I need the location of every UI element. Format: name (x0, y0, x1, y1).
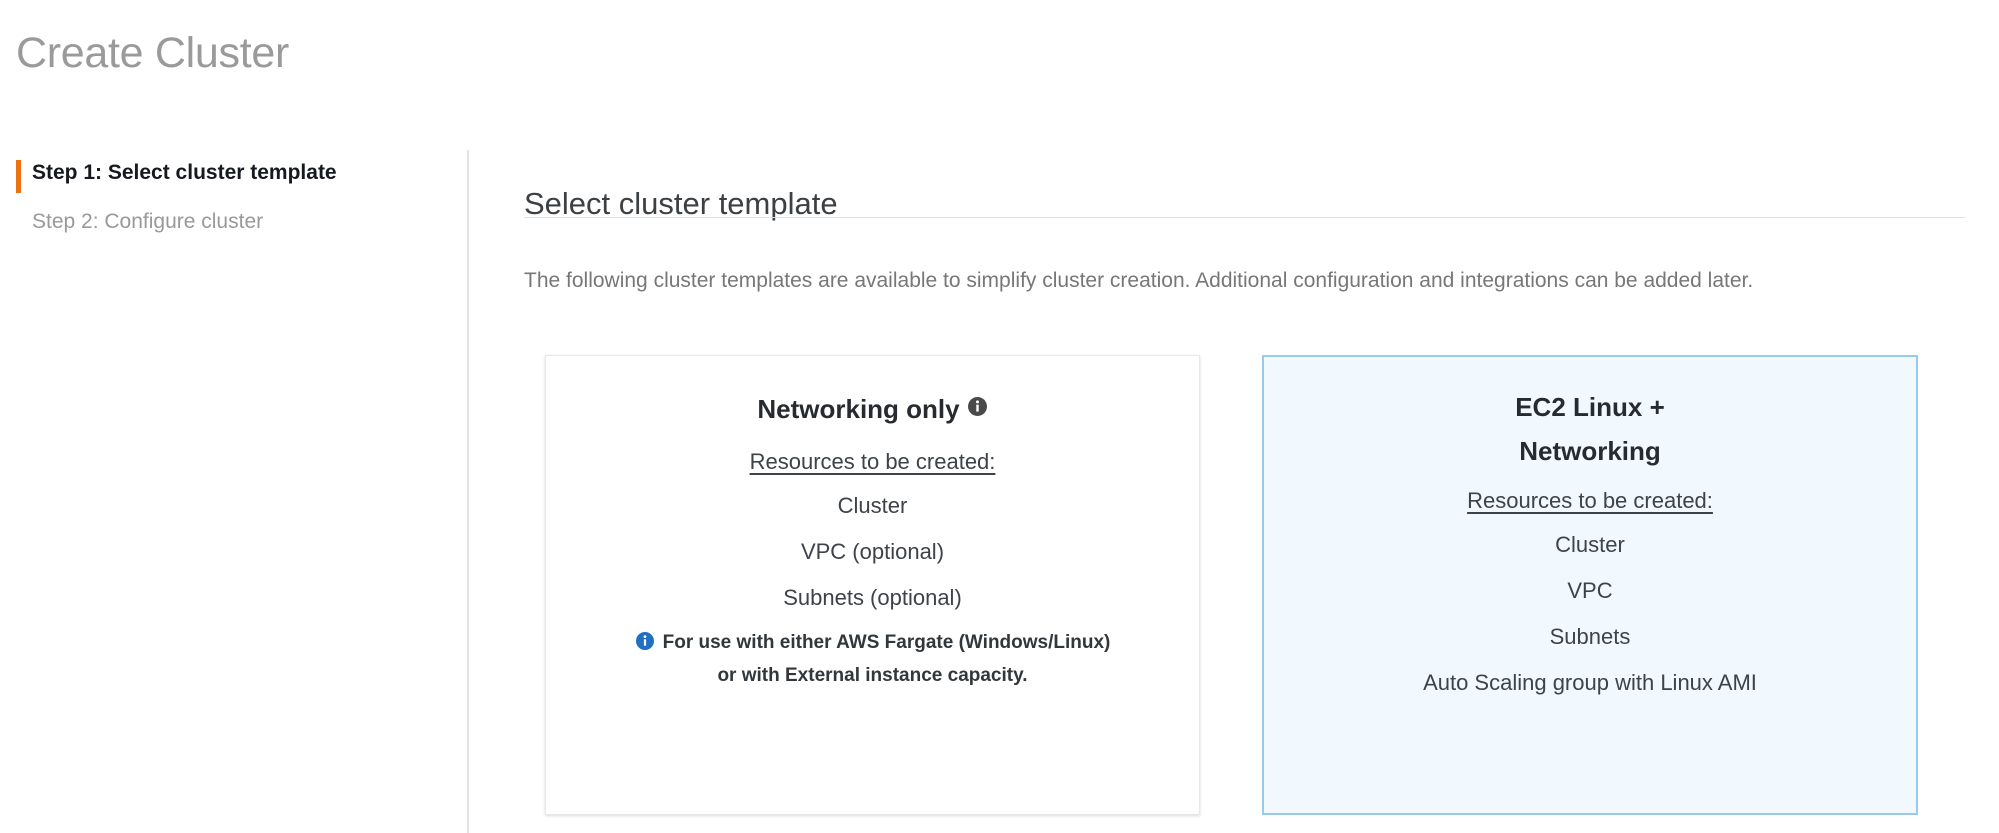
list-item: Subnets (1549, 624, 1631, 649)
template-card-ec2-linux-networking-resources-label: Resources to be created: (1467, 488, 1713, 513)
template-card-networking-only-note: For use with either AWS Fargate (Windows… (588, 626, 1157, 692)
template-card-networking-only-resource-list: Cluster VPC (optional) Subnets (optional… (546, 491, 1199, 613)
template-card-ec2-linux-networking-title: EC2 Linux + Networking (1264, 357, 1916, 473)
template-card-ec2-linux-networking-resource-list: Cluster VPC Subnets Auto Scaling group w… (1264, 530, 1916, 698)
page-title: Create Cluster (16, 29, 290, 77)
sidebar-step-2-label: Step 2: Configure cluster (32, 210, 264, 233)
template-card-ec2-linux-networking-title-line1: EC2 Linux + (1515, 392, 1665, 422)
active-step-accent-bar (16, 160, 21, 193)
list-item: Cluster (1555, 532, 1625, 557)
sidebar-step-1-label: Step 1: Select cluster template (32, 161, 337, 184)
list-item: VPC (optional) (800, 539, 945, 564)
section-description: The following cluster templates are avai… (524, 269, 1754, 292)
template-card-networking-only-note-line2: or with External instance capacity. (717, 665, 1028, 686)
template-card-networking-only[interactable]: Networking only Resources to be created:… (545, 355, 1200, 815)
info-icon (635, 629, 655, 650)
template-card-networking-only-title: Networking only (546, 356, 1199, 431)
template-card-networking-only-note-line1: For use with either AWS Fargate (Windows… (662, 632, 1111, 653)
sidebar-step-1[interactable]: Step 1: Select cluster template (16, 159, 337, 193)
template-card-networking-only-title-text: Networking only (757, 394, 960, 424)
list-item: Cluster (837, 493, 908, 518)
template-card-ec2-linux-networking-title-line2: Networking (1519, 436, 1661, 466)
sidebar-step-2[interactable]: Step 2: Configure cluster (16, 208, 263, 236)
template-card-ec2-linux-networking[interactable]: EC2 Linux + Networking Resources to be cr… (1262, 355, 1918, 815)
list-item: Subnets (optional) (783, 585, 962, 610)
info-icon[interactable] (967, 386, 988, 416)
main-content-panel: Select cluster template The following cl… (524, 0, 1999, 833)
section-heading: Select cluster template (524, 185, 838, 221)
wizard-step-sidebar: Step 1: Select cluster template Step 2: … (0, 150, 469, 833)
list-item: Auto Scaling group with Linux AMI (1423, 670, 1757, 695)
template-card-networking-only-resources-label: Resources to be created: (749, 449, 996, 474)
list-item: VPC (1567, 578, 1613, 603)
section-divider (524, 217, 1965, 218)
template-card-list: Networking only Resources to be created:… (545, 355, 1918, 818)
